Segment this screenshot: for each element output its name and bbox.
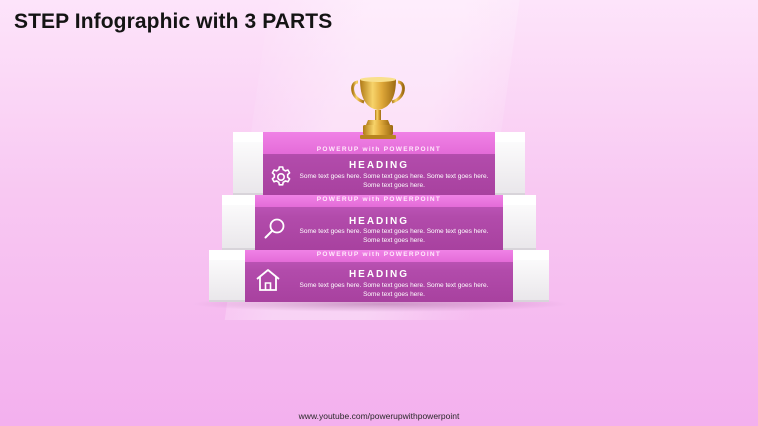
home-icon: [256, 269, 280, 291]
step-2-heading: HEADING: [348, 216, 410, 227]
step-1-brand: POWERUP with POWERPOINT: [316, 146, 442, 153]
step-3-heading: HEADING: [348, 269, 410, 280]
step-2-text-line-2: Some text goes here.: [363, 237, 425, 244]
step-3-brand: POWERUP with POWERPOINT: [316, 251, 442, 258]
step-3-left-block: [209, 250, 245, 302]
step-1-left-block: [233, 132, 263, 195]
step-2-brand: POWERUP with POWERPOINT: [316, 196, 442, 203]
gear-icon: [271, 166, 291, 186]
page-title: STEP Infographic with 3 PARTS: [14, 10, 333, 33]
step-2-text: Some text goes here. Some text goes here…: [285, 227, 503, 245]
step-1-right-block: [495, 132, 525, 195]
step-3-top-face: [245, 250, 513, 262]
step-2-text-line-1: Some text goes here. Some text goes here…: [299, 228, 489, 235]
step-3-text-line-1: Some text goes here. Some text goes here…: [299, 282, 489, 289]
step-1-text-line-1: Some text goes here. Some text goes here…: [299, 173, 489, 180]
trophy-icon: [351, 77, 405, 139]
step-1-band: POWERUP with POWERPOINT HEADING Some tex…: [263, 132, 495, 195]
step-3-text: Some text goes here. Some text goes here…: [275, 281, 513, 299]
step-1-top-face: [263, 132, 495, 154]
step-1-text: Some text goes here. Some text goes here…: [293, 172, 495, 190]
step-2-band: POWERUP with POWERPOINT HEADING Some tex…: [255, 195, 503, 250]
step-1-heading: HEADING: [348, 160, 410, 171]
step-2-top-face: [255, 195, 503, 207]
step-1-text-line-2: Some text goes here.: [363, 182, 425, 189]
search-icon: [264, 218, 285, 239]
step-2-right-block: [503, 195, 536, 250]
step-3-right-block: [513, 250, 549, 302]
step-2-left-block: [222, 195, 255, 250]
step-3-band: POWERUP with POWERPOINT HEADING Some tex…: [245, 250, 513, 302]
step-3-text-line-2: Some text goes here.: [363, 291, 425, 298]
footer-url: www.youtube.com/powerupwithpowerpoint: [298, 411, 460, 421]
